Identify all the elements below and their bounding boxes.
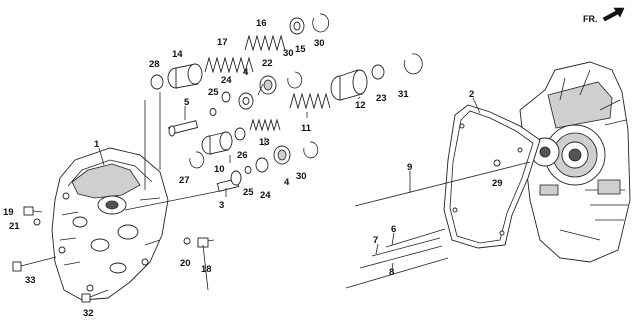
leader-lines — [98, 83, 481, 291]
separator-plate-gasket — [443, 104, 541, 249]
callout-19: 19 — [3, 207, 14, 218]
callout-7: 7 — [373, 235, 378, 246]
callout-26: 26 — [237, 150, 248, 161]
callout-labels: 1 2 3 4 4 5 6 7 8 9 10 11 12 13 14 15 16… — [3, 18, 503, 319]
front-direction-indicator: FR. — [583, 7, 625, 24]
callout-2: 2 — [469, 89, 474, 100]
direction-label: FR. — [583, 14, 598, 24]
callout-9: 9 — [407, 162, 412, 173]
callout-27: 27 — [179, 175, 190, 186]
callout-24-upper: 24 — [221, 75, 232, 86]
long-pins — [345, 159, 531, 289]
bolts — [12, 206, 215, 303]
callout-13: 13 — [259, 137, 270, 148]
callout-22: 22 — [262, 58, 273, 69]
transmission-case — [519, 61, 631, 263]
callout-23: 23 — [376, 93, 387, 104]
callout-21: 21 — [9, 221, 20, 232]
callout-30-lower: 30 — [296, 171, 307, 182]
direction-arrow-icon — [602, 7, 625, 22]
callout-25-lower: 25 — [243, 187, 254, 198]
callout-11: 11 — [301, 123, 312, 134]
servo-body-housing — [51, 147, 226, 301]
callout-16: 16 — [256, 18, 267, 29]
callout-3: 3 — [219, 200, 224, 211]
callout-6: 6 — [391, 224, 396, 235]
callout-20: 20 — [180, 258, 191, 269]
exploded-parts — [150, 13, 423, 192]
callout-1: 1 — [94, 139, 100, 150]
callout-4-upper: 4 — [243, 67, 249, 78]
callout-5: 5 — [184, 97, 190, 108]
callout-10: 10 — [214, 164, 225, 175]
callout-8: 8 — [389, 267, 394, 278]
callout-33: 33 — [25, 275, 36, 286]
callout-17: 17 — [217, 37, 228, 48]
callout-4-lower: 4 — [284, 177, 290, 188]
callout-24-lower: 24 — [260, 190, 271, 201]
callout-18: 18 — [201, 264, 212, 275]
callout-28: 28 — [149, 59, 160, 70]
callout-15: 15 — [295, 44, 306, 55]
callout-14: 14 — [172, 49, 183, 60]
callout-30-middle: 30 — [283, 48, 294, 59]
callout-12: 12 — [355, 100, 366, 111]
callout-29: 29 — [492, 178, 503, 189]
callout-25-upper: 25 — [208, 87, 219, 98]
callout-32: 32 — [83, 308, 94, 319]
callout-30-top: 30 — [314, 38, 325, 49]
callout-31: 31 — [398, 89, 409, 100]
